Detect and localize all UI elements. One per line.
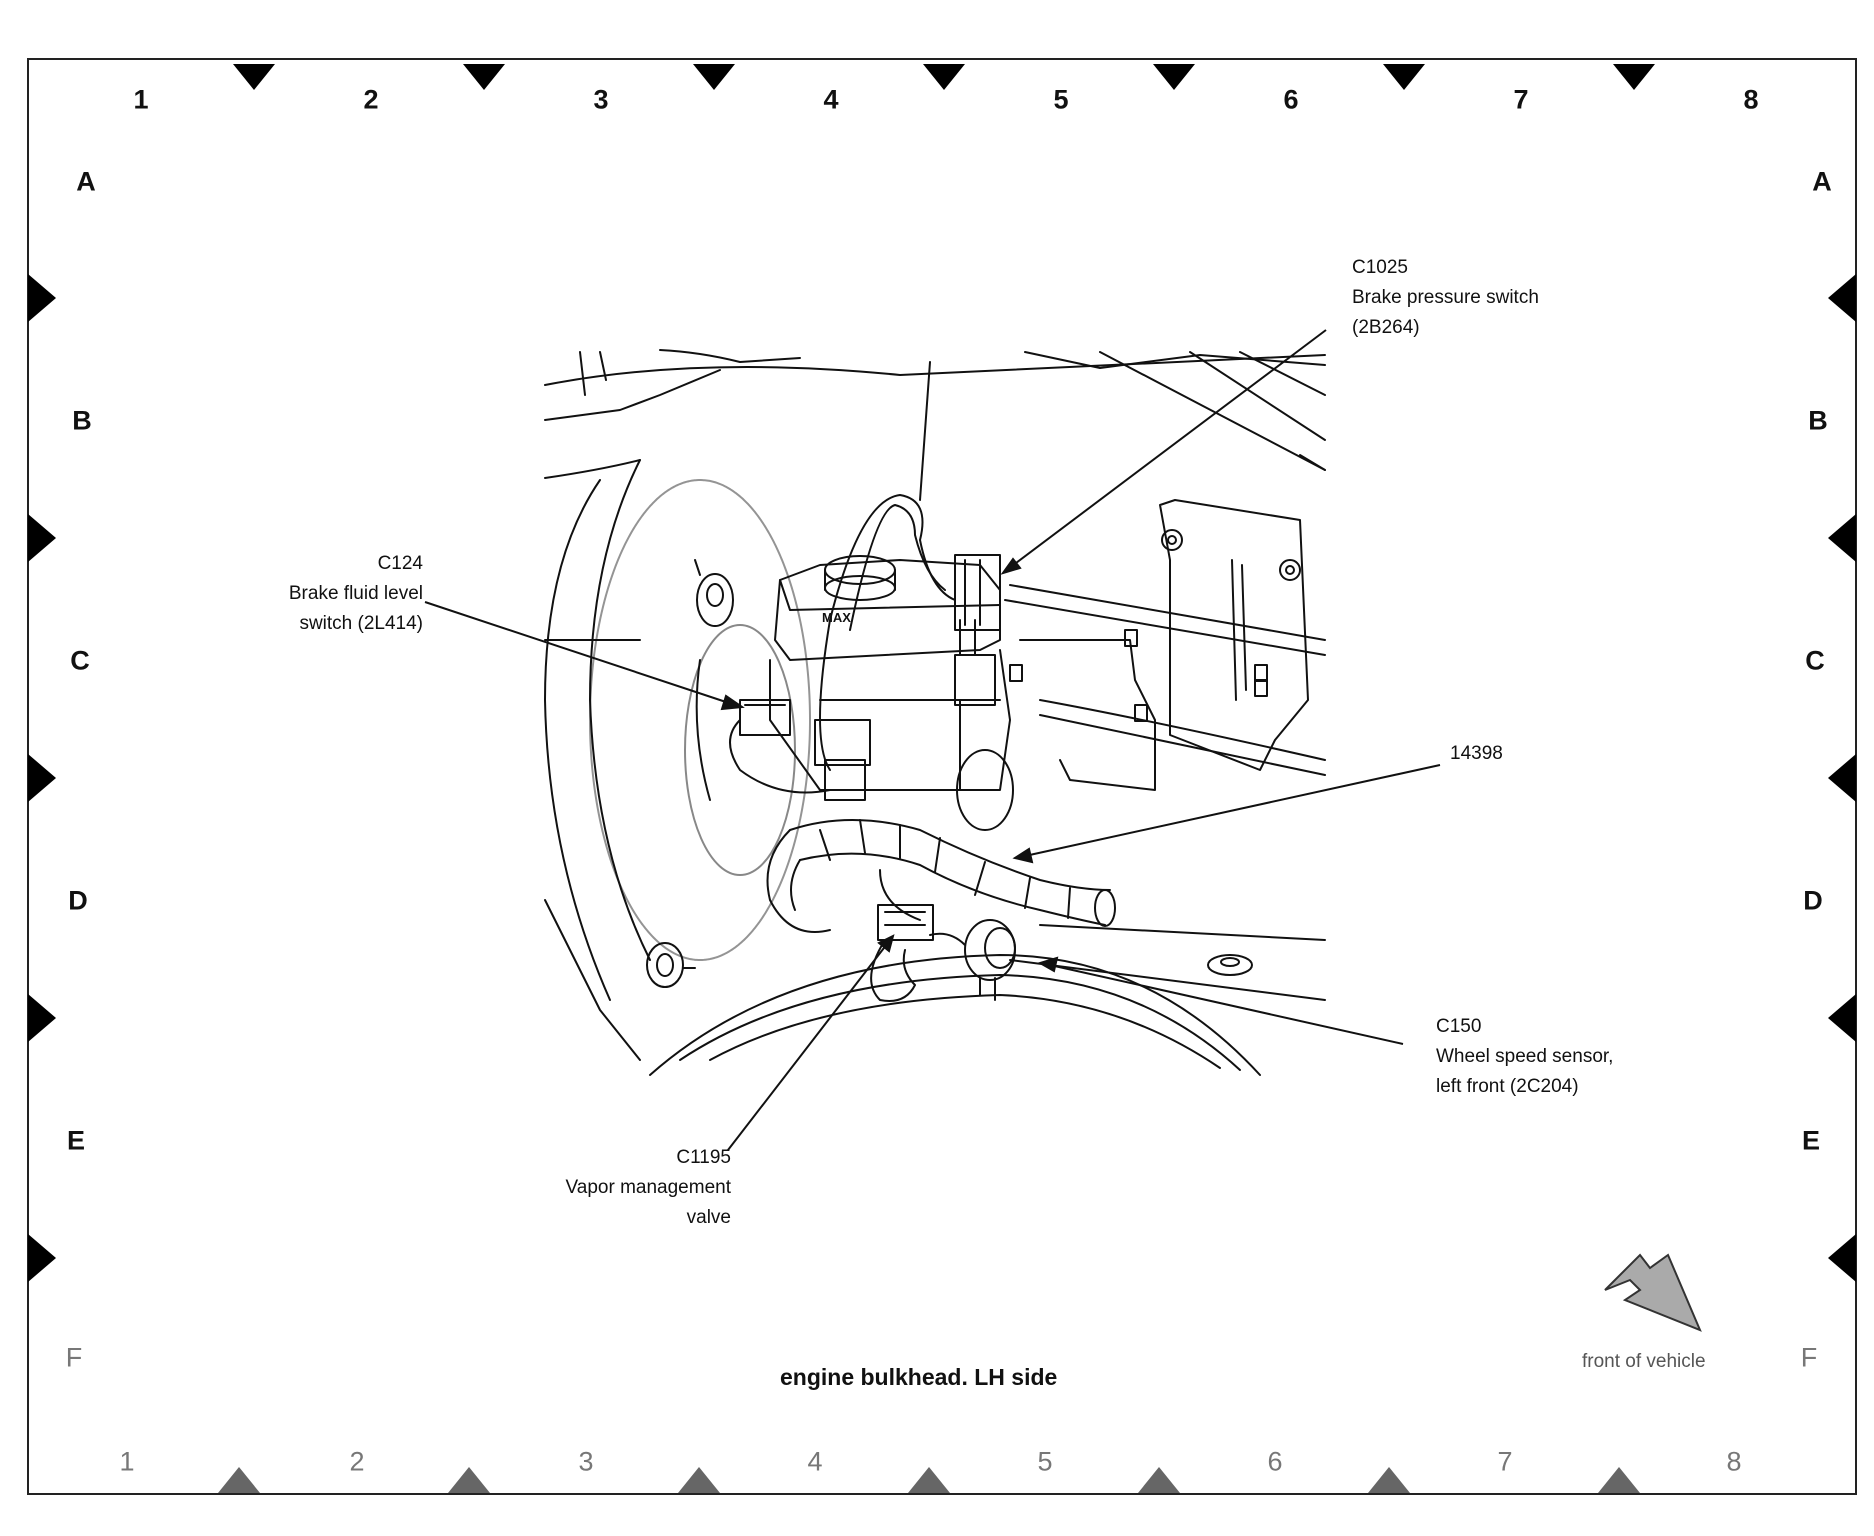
diagram-caption: engine bulkhead. LH side [780, 1364, 1058, 1390]
grid-col-top-5: 5 [1053, 84, 1069, 115]
grid-row-left-f: F [65, 1342, 83, 1373]
grid-row-right-a: A [1812, 166, 1832, 197]
callout-c150-line2: left front (2C204) [1436, 1076, 1579, 1097]
callout-c1195-line2: valve [686, 1207, 731, 1228]
grid-row-right-c: C [1805, 645, 1825, 676]
leader-lines [424, 329, 1441, 1151]
grid-row-left-d: D [68, 885, 88, 916]
border-triangle-markers-bottom [218, 1467, 1640, 1493]
callout-c1195: C1195 Vapor management valve [566, 1143, 731, 1233]
front-of-vehicle-arrow [1604, 1253, 1702, 1332]
grid-row-left-c: C [70, 645, 90, 676]
grid-col-top-2: 2 [363, 84, 379, 115]
grid-col-top-4: 4 [823, 84, 839, 115]
callout-c124-id: C124 [377, 553, 423, 574]
grid-col-bottom-3: 3 [578, 1446, 594, 1477]
grid-row-right-f: F [1800, 1342, 1818, 1373]
callout-c124-line2: switch (2L414) [299, 613, 423, 634]
callout-c1025-id: C1025 [1352, 257, 1408, 278]
callout-14398-id: 14398 [1450, 743, 1503, 764]
callout-c124: C124 Brake fluid level switch (2L414) [289, 549, 423, 639]
grid-row-left-b: B [72, 405, 92, 436]
border-triangle-markers [28, 64, 1856, 1282]
front-of-vehicle-label: front of vehicle [1582, 1351, 1706, 1372]
callout-c1025-line1: Brake pressure switch [1352, 287, 1539, 308]
grid-col-bottom-4: 4 [807, 1446, 823, 1477]
grid-col-top-1: 1 [133, 84, 149, 115]
callout-c150-id: C150 [1436, 1016, 1482, 1037]
grid-col-bottom-5: 5 [1037, 1446, 1053, 1477]
master-cylinder-illustration: MAX [544, 349, 1326, 1076]
callout-c1195-line1: Vapor management [565, 1177, 731, 1198]
reservoir-max-marking: MAX [822, 610, 851, 625]
grid-col-bottom-8: 8 [1726, 1446, 1742, 1477]
callout-c124-line1: Brake fluid level [288, 583, 423, 604]
callout-c150: C150 Wheel speed sensor, left front (2C2… [1436, 1012, 1613, 1102]
grid-row-left-a: A [76, 166, 96, 197]
grid-row-right-e: E [1801, 1125, 1820, 1156]
grid-col-bottom-1: 1 [119, 1446, 135, 1477]
grid-row-left-e: E [66, 1125, 85, 1156]
callout-14398: 14398 [1450, 739, 1503, 769]
callout-c150-line1: Wheel speed sensor, [1436, 1046, 1614, 1067]
callout-c1025-line2: (2B264) [1352, 317, 1420, 338]
grid-col-bottom-7: 7 [1497, 1446, 1513, 1477]
callout-c1195-id: C1195 [676, 1147, 731, 1168]
grid-col-top-3: 3 [593, 84, 609, 115]
grid-row-right-d: D [1803, 885, 1823, 916]
grid-col-top-7: 7 [1513, 84, 1529, 115]
grid-row-right-b: B [1808, 405, 1828, 436]
grid-col-top-8: 8 [1743, 84, 1759, 115]
grid-col-bottom-6: 6 [1267, 1446, 1283, 1477]
grid-col-bottom-2: 2 [349, 1446, 365, 1477]
grid-col-top-6: 6 [1283, 84, 1299, 115]
callout-c1025: C1025 Brake pressure switch (2B264) [1352, 253, 1539, 343]
